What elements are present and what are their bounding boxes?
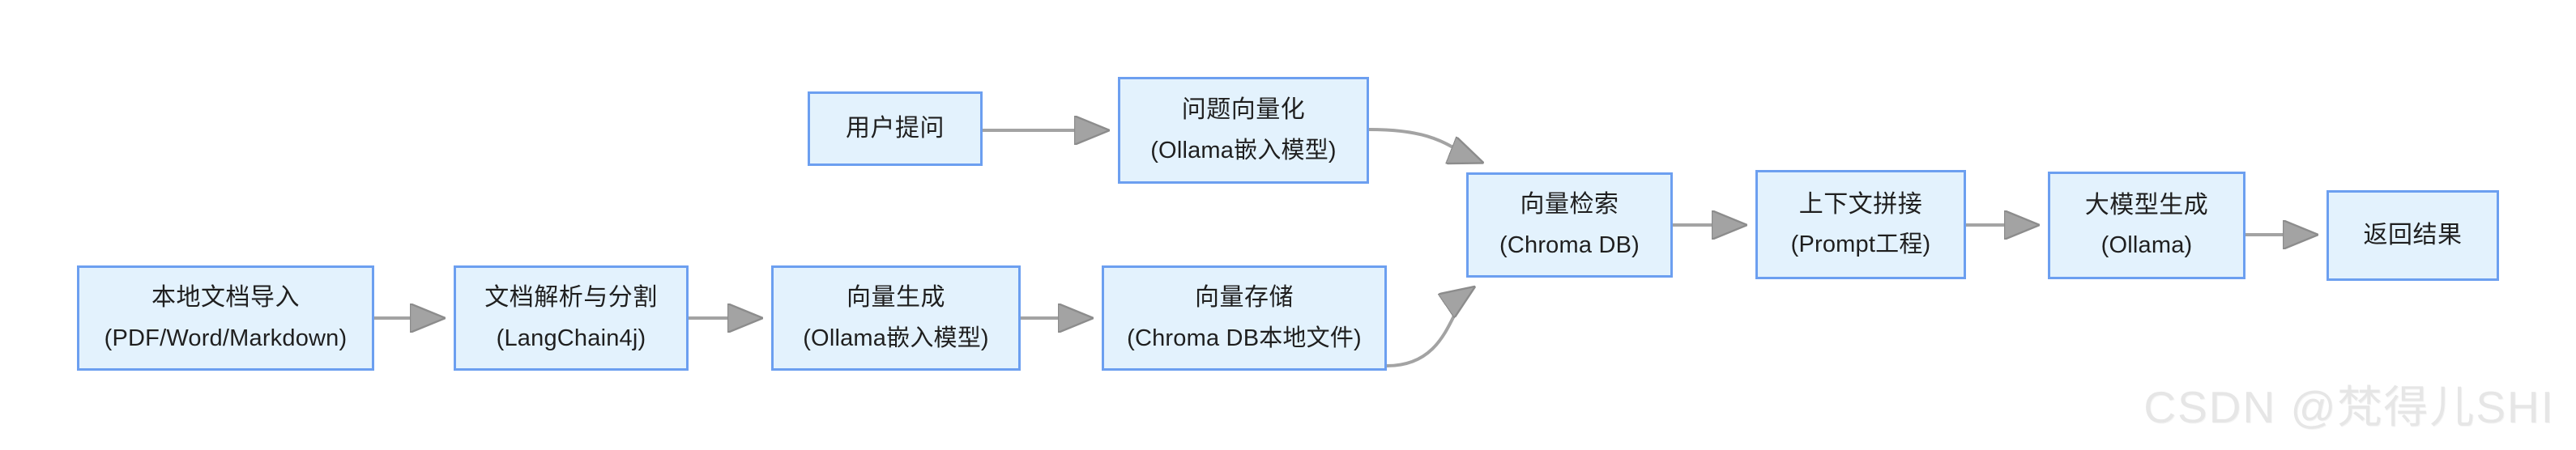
- edge-vector-store-to-vector-search: [1386, 288, 1473, 367]
- node-local-docs[interactable]: 本地文档导入 (PDF/Word/Markdown): [77, 265, 374, 371]
- node-context-join-title: 上下文拼接: [1798, 190, 1923, 218]
- node-question-vector[interactable]: 问题向量化 (Ollama嵌入模型): [1118, 77, 1369, 184]
- csdn-watermark: CSDN @梵得儿SHI: [2143, 382, 2555, 432]
- node-question-vector-title: 问题向量化: [1181, 96, 1306, 124]
- node-local-docs-subtitle: (PDF/Word/Markdown): [104, 325, 348, 351]
- node-vector-store-title: 向量存储: [1195, 284, 1294, 312]
- node-user-question[interactable]: 用户提问: [808, 91, 983, 166]
- node-vector-store[interactable]: 向量存储 (Chroma DB本地文件): [1102, 265, 1387, 371]
- node-return-result-title: 返回结果: [2363, 221, 2463, 248]
- node-local-docs-title: 本地文档导入: [151, 284, 300, 312]
- node-vector-store-subtitle: (Chroma DB本地文件): [1127, 325, 1362, 351]
- node-llm-generate-subtitle: (Ollama): [2100, 232, 2193, 259]
- node-return-result[interactable]: 返回结果: [2327, 190, 2499, 281]
- node-llm-generate[interactable]: 大模型生成 (Ollama): [2048, 172, 2245, 279]
- node-user-question-title: 用户提问: [846, 114, 945, 142]
- node-llm-generate-title: 大模型生成: [2084, 191, 2209, 219]
- node-doc-parse-title: 文档解析与分割: [484, 284, 658, 312]
- node-doc-parse-subtitle: (LangChain4j): [496, 325, 646, 351]
- node-vector-search[interactable]: 向量检索 (Chroma DB): [1466, 172, 1673, 278]
- node-vector-gen-subtitle: (Ollama嵌入模型): [803, 325, 989, 351]
- node-vector-search-subtitle: (Chroma DB): [1499, 231, 1640, 258]
- node-vector-gen[interactable]: 向量生成 (Ollama嵌入模型): [771, 265, 1021, 371]
- edge-question-vector-to-vector-search: [1368, 128, 1481, 162]
- node-doc-parse[interactable]: 文档解析与分割 (LangChain4j): [454, 265, 689, 371]
- node-context-join-subtitle: (Prompt工程): [1790, 231, 1931, 258]
- node-vector-gen-title: 向量生成: [847, 284, 945, 312]
- node-vector-search-title: 向量检索: [1520, 191, 1619, 219]
- node-question-vector-subtitle: (Ollama嵌入模型): [1150, 137, 1337, 163]
- node-context-join[interactable]: 上下文拼接 (Prompt工程): [1755, 170, 1966, 279]
